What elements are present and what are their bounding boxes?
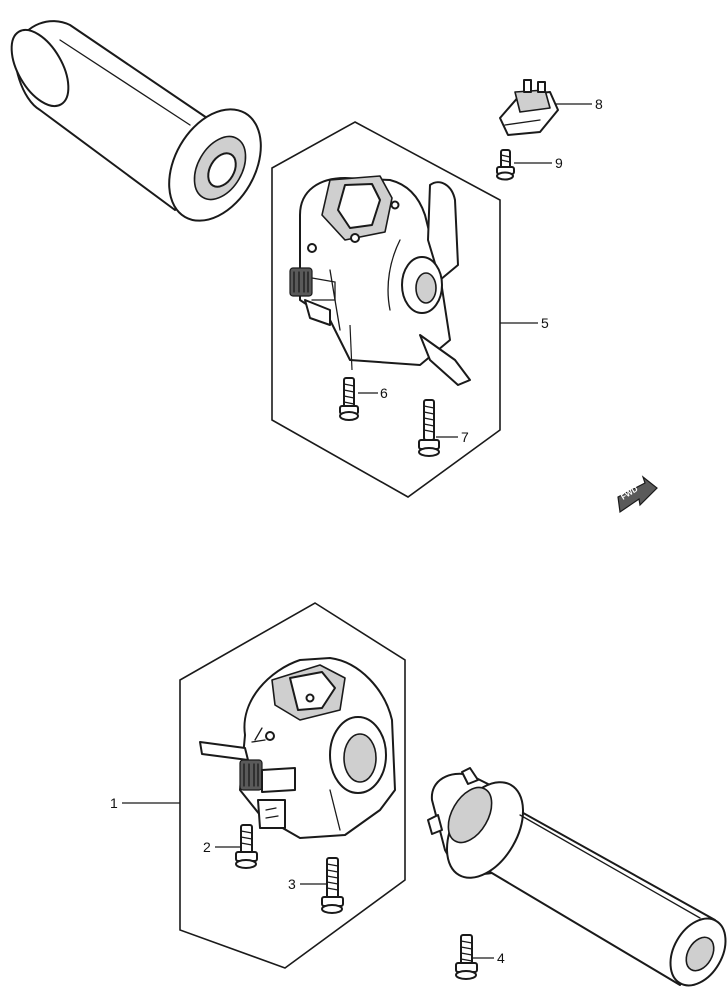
screw-7-icon: [418, 399, 440, 457]
forward-direction-marker: FWD: [617, 475, 658, 514]
screw-4-icon: [455, 934, 478, 980]
callout-part-4: 4: [497, 950, 505, 966]
callout-part-6: 6: [380, 385, 388, 401]
screw-3-icon: [321, 857, 344, 914]
callout-part-3: 3: [288, 876, 296, 892]
screw-2-icon: [235, 824, 258, 869]
left-handlebar-grip: [10, 20, 262, 222]
callout-part-9: 9: [555, 155, 563, 171]
switch-assembly-frame-upper: [271, 121, 501, 498]
right-throttle-grip: [427, 767, 727, 987]
screw-9-icon: [496, 149, 515, 181]
screw-6-icon: [339, 377, 359, 421]
left-switch-housing: [289, 175, 471, 386]
callout-part-1: 1: [110, 795, 118, 811]
callout-part-5: 5: [541, 315, 549, 331]
small-switch-part-8: [499, 79, 559, 136]
right-switch-housing: [199, 657, 396, 839]
forward-arrow-icon: [617, 475, 658, 514]
callout-part-8: 8: [595, 96, 603, 112]
callout-part-2: 2: [203, 839, 211, 855]
callout-part-7: 7: [461, 429, 469, 445]
leader-5-inner: [349, 324, 353, 371]
switch-assembly-frame-lower: [179, 602, 406, 969]
